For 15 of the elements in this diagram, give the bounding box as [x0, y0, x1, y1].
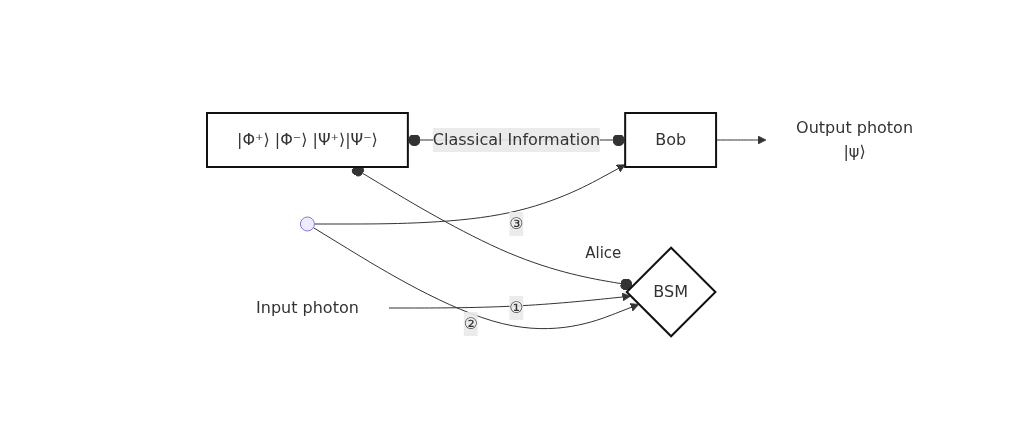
arrow [314, 164, 627, 225]
arrow [313, 227, 640, 329]
edge-label: ② [464, 313, 479, 333]
node-box: |Φ⁺⟩ |Φ⁻⟩ |Ψ⁺⟩|Ψ⁻⟩ [206, 111, 410, 168]
arrow [716, 135, 767, 145]
node-text: Output photon |ψ⟩ [796, 117, 914, 161]
edge-label: Classical Information [433, 129, 601, 149]
node-box: Bob [624, 111, 718, 168]
node-text: Input photon [256, 297, 360, 317]
edge-label: ③ [509, 213, 525, 233]
node-diamond: BSM [625, 246, 718, 338]
edge-label: ① [509, 297, 525, 317]
arrow [388, 292, 632, 309]
node-caption: Alice [585, 243, 622, 262]
node-star [300, 216, 316, 232]
